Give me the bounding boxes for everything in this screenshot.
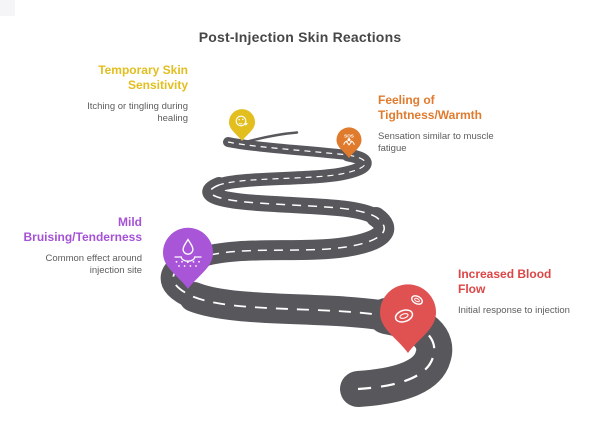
blood-cells-icon [394,295,423,323]
sos-person-icon: SOS [343,133,355,146]
milestone-temporary-skin-sensitivity: Temporary Skin Sensitivity Itching or ti… [38,63,188,126]
milestone-description: Itching or tingling during healing [87,100,188,125]
milestone-title: Mild Bruising/Tenderness [23,215,142,245]
pin-temporary-skin-sensitivity [229,109,255,141]
milestone-description: Common effect around injection site [45,252,142,277]
milestone-description: Initial response to injection [458,304,570,316]
milestone-mild-bruising-tenderness: Mild Bruising/Tenderness Common effect a… [0,215,142,278]
itching-face-icon [235,115,249,127]
pin-increased-blood-flow [380,284,436,353]
skin-droplet-icon [174,238,202,267]
milestone-increased-blood-flow: Increased Blood Flow Initial response to… [458,267,593,317]
milestone-description: Sensation similar to muscle fatigue [378,130,494,155]
pin-tightness-warmth: SOS [336,127,362,158]
milestone-title: Feeling of Tightness/Warmth [378,93,483,123]
milestone-tightness-warmth: Feeling of Tightness/Warmth Sensation si… [378,93,530,156]
corner-artifact [0,0,15,16]
milestone-title: Temporary Skin Sensitivity [98,63,188,93]
road [160,131,453,407]
svg-text:SOS: SOS [344,133,354,138]
milestone-title: Increased Blood Flow [458,267,552,297]
pin-mild-bruising-tenderness [163,227,213,289]
page-title: Post-Injection Skin Reactions [198,29,402,45]
